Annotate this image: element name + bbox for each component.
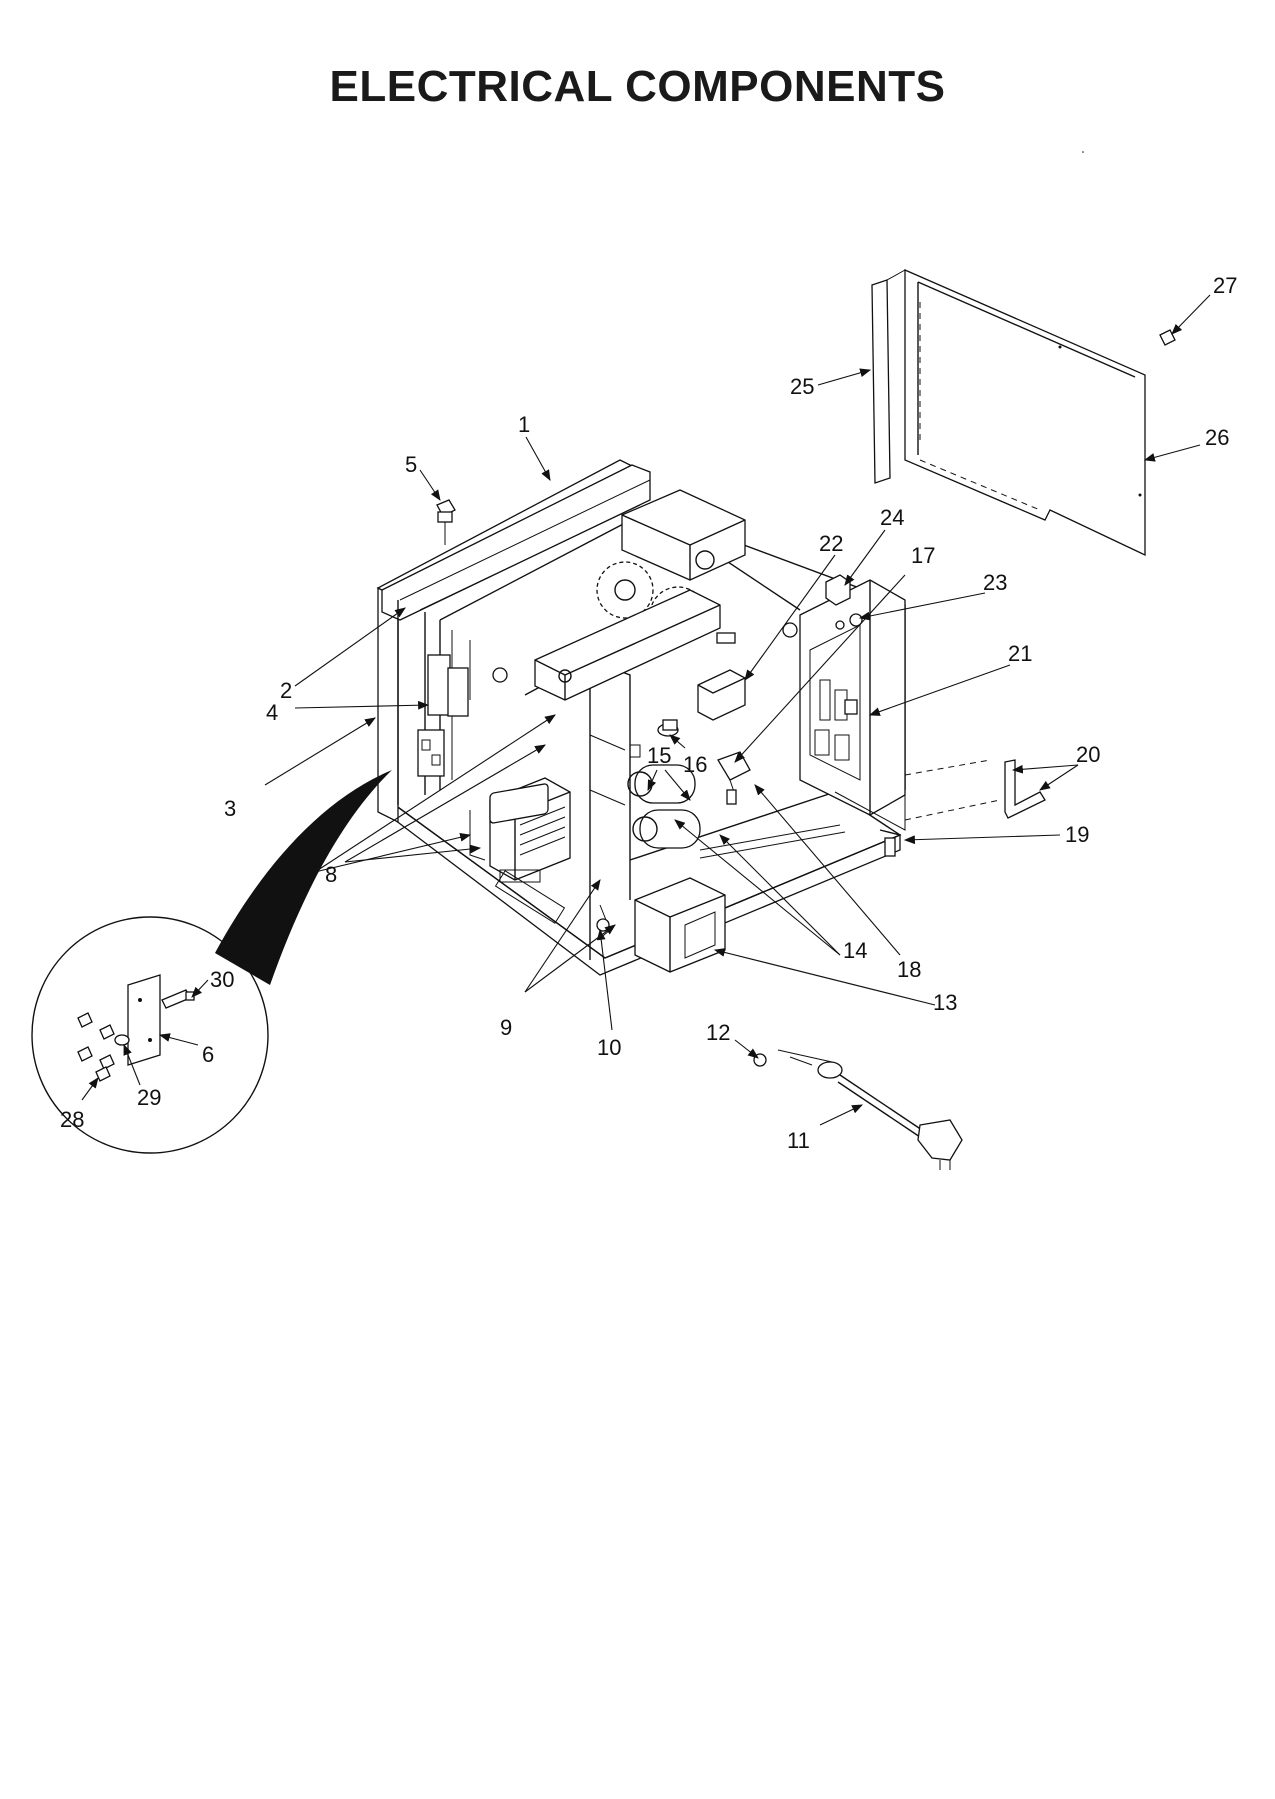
detail-callout [31, 770, 392, 1154]
callout-27: 27 [1213, 273, 1237, 298]
callout-9: 9 [500, 1015, 512, 1040]
side-panel-26 [904, 269, 1146, 557]
callout-28: 28 [60, 1107, 84, 1132]
callout-17: 17 [911, 543, 935, 568]
callout-6: 6 [202, 1042, 214, 1067]
callout-12: 12 [706, 1020, 730, 1045]
callout-15: 15 [647, 743, 671, 768]
part-5-fitting [436, 499, 456, 545]
callout-20: 20 [1076, 742, 1100, 767]
callout-22: 22 [819, 531, 843, 556]
callout-3: 3 [224, 796, 236, 821]
page-title: ELECTRICAL COMPONENTS [329, 62, 946, 111]
callout-7: 7 [298, 875, 310, 900]
callout-23: 23 [983, 570, 1007, 595]
callout-16: 16 [683, 752, 707, 777]
callout-30: 30 [210, 967, 234, 992]
part-27-screw [1159, 329, 1176, 346]
part-11-power-cord [777, 1049, 963, 1170]
callout-14: 14 [843, 938, 867, 963]
strip-25 [871, 269, 906, 484]
callout-18: 18 [897, 957, 921, 982]
callout-29: 29 [137, 1085, 161, 1110]
callout-2: 2 [280, 678, 292, 703]
dashed-projection-2 [904, 799, 1001, 821]
callout-8: 8 [325, 862, 337, 887]
callout-labels: 1 5 2 4 3 7 8 9 10 12 11 13 14 18 15 16 … [60, 273, 1237, 1153]
callout-13: 13 [933, 990, 957, 1015]
speck [1082, 151, 1084, 153]
callout-11: 11 [787, 1128, 810, 1153]
callout-21: 21 [1008, 641, 1032, 666]
leader-lines [81, 294, 1211, 1126]
callout-26: 26 [1205, 425, 1229, 450]
cabinet-assembly [376, 459, 906, 976]
callout-24: 24 [880, 505, 904, 530]
callout-4: 4 [266, 700, 278, 725]
dashed-projection [904, 759, 991, 776]
callout-10: 10 [597, 1035, 621, 1060]
callout-25: 25 [790, 374, 814, 399]
callout-19: 19 [1065, 822, 1089, 847]
callout-5: 5 [405, 452, 417, 477]
callout-1: 1 [518, 412, 530, 437]
